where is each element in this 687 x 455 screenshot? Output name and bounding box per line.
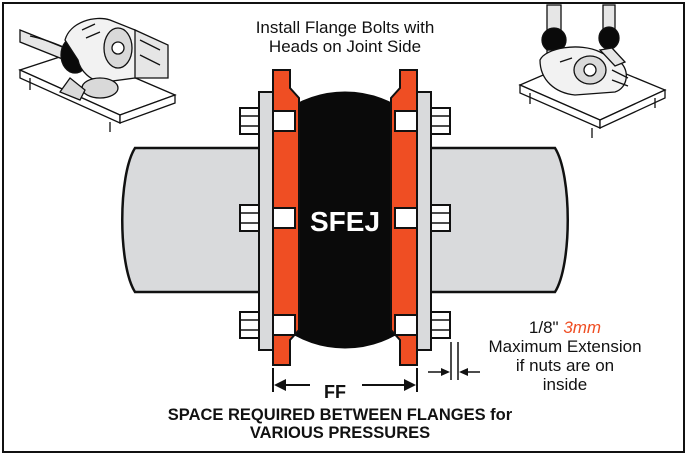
pump-with-joints-icon <box>518 4 667 138</box>
ff-dimension-line <box>272 368 418 392</box>
install-note-line2: Heads on Joint Side <box>268 37 422 57</box>
caption-line2: VARIOUS PRESSURES <box>249 423 431 442</box>
extension-imperial: 1/8" <box>528 318 559 337</box>
extension-note-line3: if nuts are on <box>515 356 615 376</box>
pipe-left-section <box>121 146 264 294</box>
right-bolt-top <box>394 107 451 135</box>
extension-metric: 3mm <box>563 318 602 337</box>
right-pipe-flange <box>416 91 432 351</box>
right-bolt-bottom <box>394 311 451 339</box>
left-bolt-bottom <box>239 311 296 339</box>
install-note-line1: Install Flange Bolts with <box>255 18 435 37</box>
pipe-right-section <box>426 146 569 294</box>
extension-note-line2: Maximum Extension <box>488 337 642 357</box>
left-pipe-flange <box>258 91 274 351</box>
pump-assembly-icon <box>18 17 177 132</box>
extension-marker <box>428 342 480 380</box>
caption-line1: SPACE REQUIRED BETWEEN FLANGES for <box>167 406 513 424</box>
install-note: Install Flange Bolts with Heads on Joint… <box>200 18 490 56</box>
extension-note-line4: inside <box>542 375 588 395</box>
extension-note-line1: 1/8" 3mm <box>450 318 680 337</box>
ff-dimension-label: FF <box>324 382 346 402</box>
joint-label: SFEJ <box>309 206 381 237</box>
left-bolt-middle <box>239 204 296 232</box>
left-bolt-top <box>239 107 296 135</box>
extension-note: 1/8" 3mm Maximum Extension if nuts are o… <box>450 318 680 394</box>
diagram-caption: SPACE REQUIRED BETWEEN FLANGES for VARIO… <box>60 406 620 443</box>
right-bolt-middle <box>394 204 451 232</box>
